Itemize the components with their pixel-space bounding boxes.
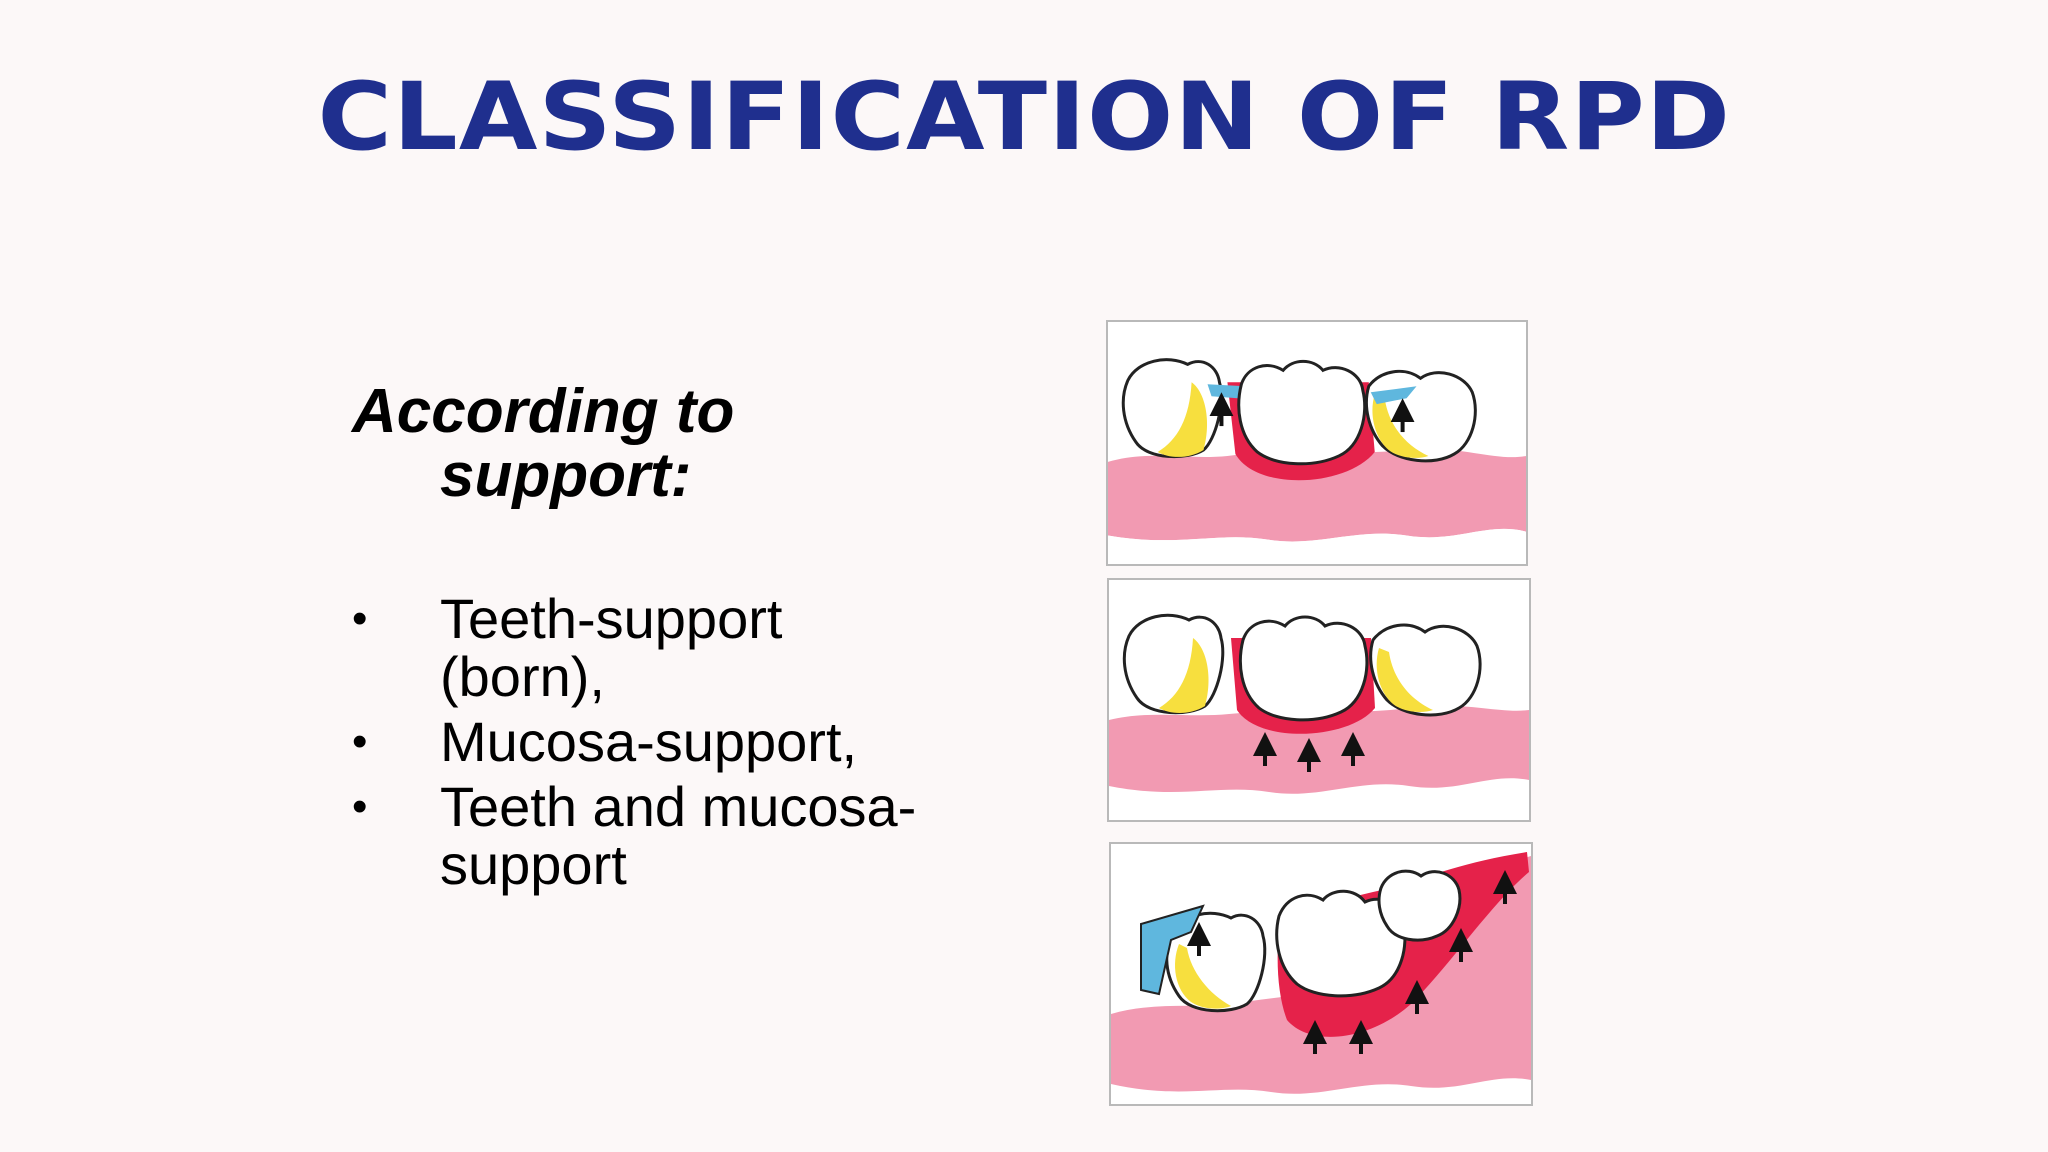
support-types-list: • Teeth-support (born), • Mucosa-support…	[352, 590, 992, 901]
bullet-marker: •	[352, 594, 368, 643]
combined-support-diagram	[1109, 842, 1533, 1106]
slide-title: CLASSIFICATION OF RPD	[317, 63, 1732, 172]
list-item-text: Teeth-support	[440, 587, 783, 650]
gum	[1111, 856, 1531, 1094]
mucosa-support-diagram	[1107, 578, 1531, 822]
list-item-text-cont: support	[440, 833, 627, 896]
clasp	[1370, 386, 1417, 405]
list-item-text: Teeth and mucosa-	[440, 775, 917, 838]
list-item: • Teeth and mucosa- support	[352, 778, 992, 894]
combined-support-illustration	[1111, 852, 1531, 1094]
bullet-marker: •	[352, 717, 368, 766]
artificial-tooth	[1237, 359, 1367, 466]
list-item-text: Mucosa-support,	[440, 710, 858, 773]
heading-line-1: According to	[352, 377, 735, 446]
list-item: • Mucosa-support,	[352, 713, 992, 771]
artificial-tooth	[1238, 615, 1369, 722]
bullet-marker: •	[352, 782, 368, 831]
list-item-text-cont: (born),	[440, 645, 605, 708]
teeth-support-illustration	[1108, 358, 1526, 564]
mucosa-support-illustration	[1109, 613, 1529, 794]
support-heading: According to support:	[352, 380, 952, 508]
gum	[1108, 448, 1526, 542]
list-item: • Teeth-support (born),	[352, 590, 992, 706]
artificial-tooth	[1377, 869, 1462, 942]
heading-line-2: support:	[440, 441, 692, 510]
teeth-support-diagram	[1106, 320, 1528, 566]
